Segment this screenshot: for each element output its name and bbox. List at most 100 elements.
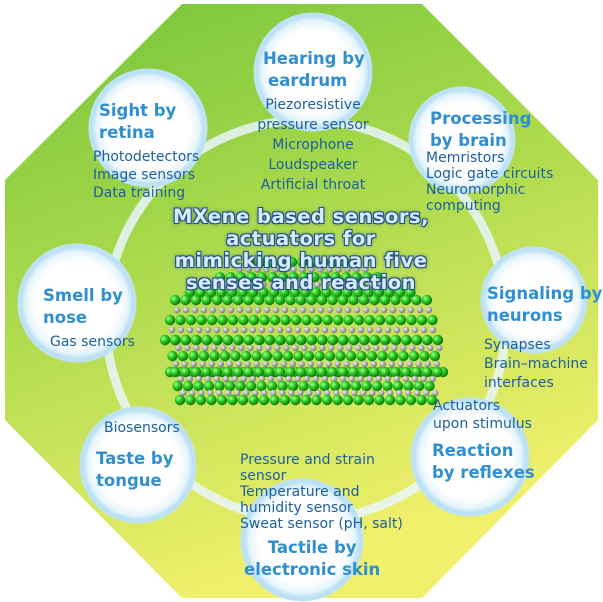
carbon-atom [186,326,194,334]
carbon-atom [395,281,402,288]
metal-atom [287,380,299,392]
carbon-atom [276,326,284,334]
metal-atom [295,334,307,346]
carbon-atom [242,281,249,288]
carbon-atom [321,326,329,334]
metal-atom [411,366,422,378]
metal-atom [390,366,401,378]
carbon-atom [396,389,403,397]
metal-atom [276,256,287,268]
metal-atom [300,394,312,406]
metal-atom [387,350,399,362]
carbon-atom [290,266,297,273]
carbon-atom [353,266,360,273]
metal-atom [180,366,191,378]
metal-atom [214,272,226,283]
carbon-atom [269,281,276,288]
metal-atom [216,394,228,406]
metal-atom [216,287,227,298]
metal-atom [358,366,370,378]
carbon-atom [290,306,298,314]
carbon-atom [405,389,412,397]
carbon-atom [353,306,361,314]
metal-atom [225,272,236,283]
metal-atom [429,350,441,362]
carbon-atom [240,375,247,383]
carbon-atom [209,306,217,314]
metal-atom [330,272,341,283]
metal-atom [424,380,435,392]
metal-atom [269,394,280,406]
hearing-items: Piezoresistive pressure sensor Microphon… [257,97,369,193]
metal-atom [295,294,307,306]
carbon-atom [359,281,366,288]
metal-atom [185,394,196,406]
carbon-atom [184,344,191,352]
carbon-atom [335,266,342,273]
carbon-atom [337,344,344,352]
carbon-atom [222,326,230,334]
metal-atom [379,366,391,378]
carbon-atom [206,281,213,288]
carbon-atom [310,344,317,352]
metal-atom [369,294,380,306]
metal-atom [289,287,301,298]
metal-atom [206,394,217,406]
metal-atom [421,366,433,378]
metal-atom [169,334,181,346]
metal-atom [353,394,364,406]
carbon-atom [357,375,364,383]
metal-atom [264,366,275,378]
metal-atom [316,294,328,306]
metal-atom [372,272,383,283]
carbon-atom [231,375,238,383]
metal-atom [222,366,233,378]
carbon-atom [198,389,205,397]
carbon-atom [218,306,226,314]
carbon-atom [388,360,395,368]
metal-atom [306,294,317,306]
carbon-atom [361,360,368,368]
metal-atom [295,366,307,378]
carbon-atom [245,306,253,314]
bubble-hearing [253,12,373,132]
carbon-atom [296,281,303,288]
carbon-atom [324,389,331,397]
metal-atom [316,366,328,378]
carbon-atom [263,266,270,273]
metal-atom [348,366,359,378]
processing-items: Memristors Logic gate circuits Neuromorp… [426,150,554,214]
carbon-atom [429,375,436,383]
carbon-atom [373,344,380,352]
bubble-processing [408,86,516,194]
carbon-atom [370,360,377,368]
metal-atom [211,294,223,306]
metal-atom [426,394,438,406]
metal-atom [337,294,349,306]
carbon-atom [181,360,188,368]
metal-atom [411,294,422,306]
signaling-items: Synapses Brain–machine interfaces [484,337,588,391]
metal-atom [279,287,290,298]
carbon-atom [294,326,302,334]
carbon-atom [332,281,339,288]
metal-atom [164,314,176,326]
carbon-atom [362,266,369,273]
metal-atom [261,350,273,362]
carbon-atom [200,306,208,314]
metal-atom [382,380,393,392]
metal-atom [193,380,204,392]
metal-atom [243,366,254,378]
carbon-atom [323,281,330,288]
metal-atom [364,314,375,326]
metal-atom [311,314,323,326]
metal-atom [277,380,288,392]
metal-atom [244,256,256,268]
carbon-atom [285,326,293,334]
carbon-atom [406,360,413,368]
carbon-atom [233,281,240,288]
metal-atom [298,272,310,283]
carbon-atom [251,281,258,288]
